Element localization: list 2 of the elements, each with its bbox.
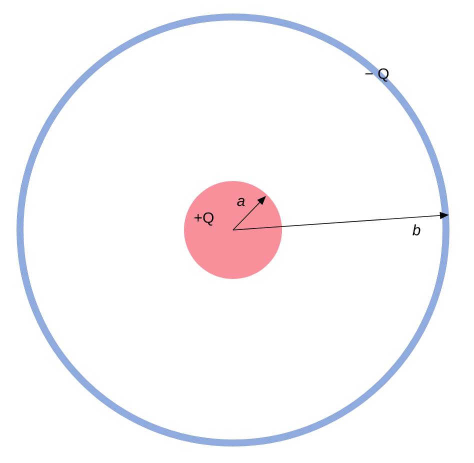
edge-label: b [412, 224, 420, 236]
dimension-label: a [237, 198, 245, 206]
